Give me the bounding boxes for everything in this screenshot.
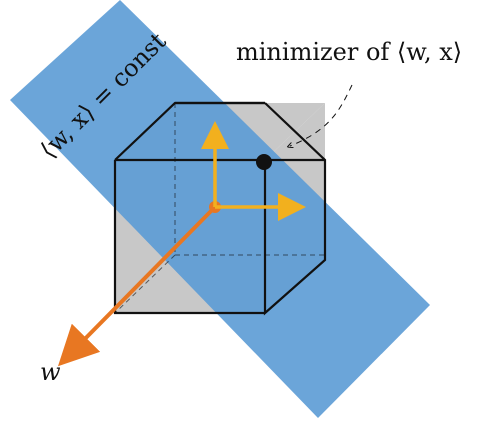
cube-edge-upper — [263, 102, 327, 316]
leader-dashed-arrow — [290, 84, 353, 146]
w-axis-label: w — [40, 358, 61, 386]
cube-hidden-edges — [114, 103, 325, 314]
minimizer-label: minimizer of ⟨w, x⟩ — [236, 38, 462, 66]
w-axis-arrow — [57, 205, 217, 367]
minimizer-point — [256, 154, 272, 170]
